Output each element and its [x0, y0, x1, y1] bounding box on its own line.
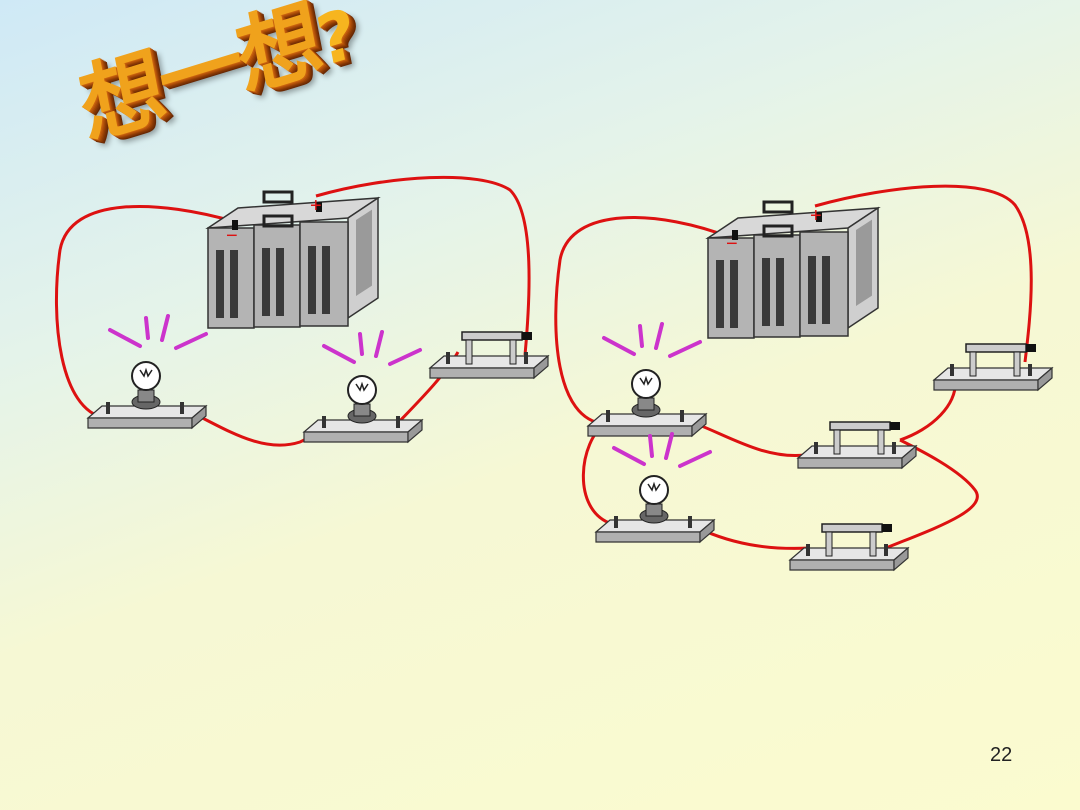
battery-positive-terminal-label: + [310, 195, 322, 217]
knife-switch-icon [430, 332, 548, 378]
light-rays-icon [602, 322, 702, 358]
battery-pack-icon [706, 200, 880, 340]
series-circuit: + − [55, 175, 548, 447]
battery-negative-terminal-label: − [226, 225, 238, 247]
battery-positive-terminal-label: + [810, 205, 822, 227]
light-bulb-icon [588, 370, 706, 436]
knife-switch-icon [798, 422, 916, 468]
parallel-circuit: + − [554, 184, 1052, 570]
series-circuit-wires [55, 175, 531, 447]
battery-negative-terminal-label: − [726, 233, 738, 255]
light-rays-icon [322, 330, 422, 366]
light-bulb-icon [596, 476, 714, 542]
light-rays-icon [108, 314, 208, 350]
knife-switch-icon [934, 344, 1052, 390]
light-bulb-icon [88, 362, 206, 428]
light-rays-icon [612, 432, 712, 468]
page-number: 22 [990, 744, 1013, 766]
battery-pack-icon [206, 190, 380, 330]
light-bulb-icon [304, 376, 422, 442]
